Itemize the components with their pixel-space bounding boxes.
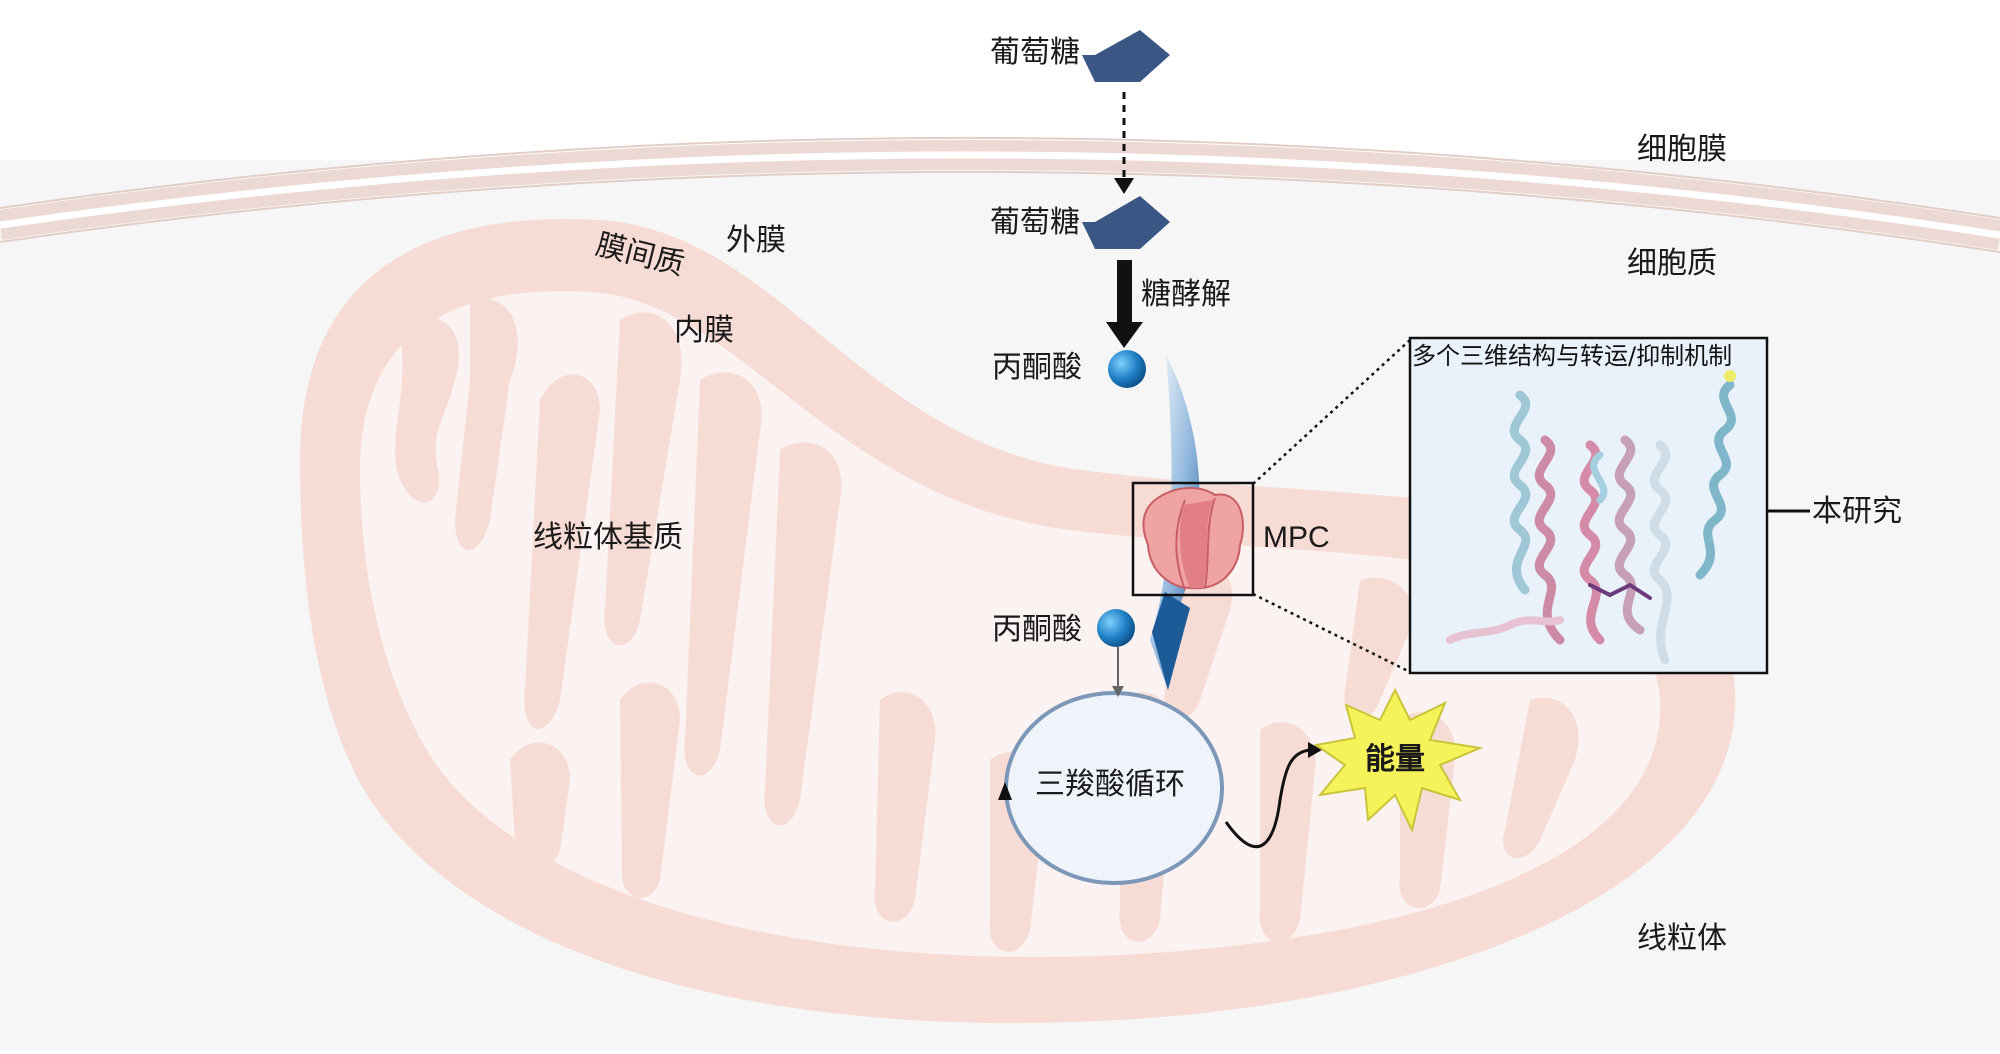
pyruvate-cytosol: [1108, 350, 1146, 388]
mpc-box: [1131, 481, 1255, 597]
glucose-label-outside: 葡萄糖: [990, 35, 1080, 70]
mitochondrion-label: 线粒体: [1637, 921, 1727, 956]
matrix-label: 线粒体基质: [533, 520, 683, 555]
energy-arrow: [1224, 748, 1311, 849]
outer-membrane-label: 外膜: [726, 223, 786, 258]
glucose-label-inside: 葡萄糖: [990, 205, 1080, 240]
energy-star: [1313, 687, 1484, 833]
this-study-label: 本研究: [1812, 494, 1902, 529]
glucose-hexagon-inside: [1082, 196, 1170, 249]
mpc-label: MPC: [1263, 521, 1330, 554]
pyruvate-label-cytosol: 丙酮酸: [992, 350, 1082, 385]
pyruvate-label-matrix: 丙酮酸: [992, 612, 1082, 647]
pyruvate-matrix: [1097, 609, 1135, 647]
protein-structure-image: [1446, 370, 1736, 665]
cell-membrane-label: 细胞膜: [1637, 132, 1727, 167]
energy-label: 能量: [1365, 742, 1425, 777]
glycolysis-arrow: [1117, 260, 1132, 322]
tca-cycle-label: 三羧酸循环: [1035, 767, 1185, 802]
cytoplasm-label: 细胞质: [1627, 246, 1717, 281]
inner-membrane-label: 内膜: [674, 313, 734, 348]
inset-title: 多个三维结构与转运/抑制机制: [1412, 342, 1733, 370]
glycolysis-label: 糖酵解: [1141, 277, 1231, 312]
glucose-hexagon-outside: [1082, 30, 1170, 82]
